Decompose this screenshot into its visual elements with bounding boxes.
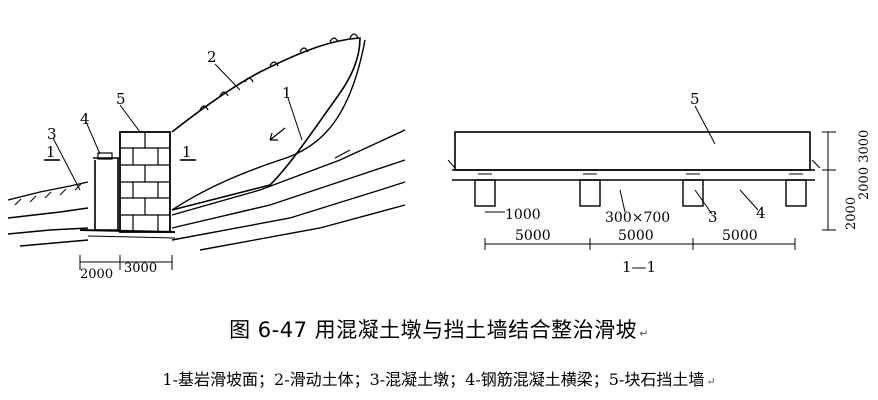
right-drawing-labels: 5 1000 300×700 3 4 5000 5000 5000 2000 2… <box>505 90 872 276</box>
caption-title-text: 图 6-47 用混凝土墩与挡土墙结合整治滑坡 <box>229 318 638 342</box>
label-1: 1 <box>282 84 292 102</box>
height-high: 2000 3000 <box>857 130 872 200</box>
section-mark-right: 1 <box>182 143 192 161</box>
dim-2000: 2000 <box>80 267 113 282</box>
caption-legend-text: 1-基岩滑坡面；2-滑动土体；3-混凝土墩；4-钢筋混凝土横梁；5-块石挡土墙 <box>162 370 705 389</box>
left-drawing-labels: 1 2 5 4 3 1 1 2000 3000 <box>46 48 292 282</box>
label-3: 3 <box>47 125 57 143</box>
label-4: 4 <box>80 110 90 128</box>
label-right-4: 4 <box>756 204 766 222</box>
label-right-5: 5 <box>690 90 700 108</box>
left-cross-section <box>7 33 406 270</box>
height-low: 2000 <box>844 197 859 230</box>
label-5: 5 <box>116 90 126 108</box>
label-2: 2 <box>207 48 217 66</box>
label-right-3: 3 <box>708 208 718 226</box>
return-mark: ↵ <box>639 327 649 340</box>
span-1: 5000 <box>515 228 551 244</box>
span-2: 5000 <box>618 228 654 244</box>
beam-size: 300×700 <box>605 210 670 226</box>
dim-1000: 1000 <box>505 207 541 223</box>
section-mark-left: 1 <box>46 143 56 161</box>
figure-caption-legend: 1-基岩滑坡面；2-滑动土体；3-混凝土墩；4-钢筋混凝土横梁；5-块石挡土墙↵ <box>0 366 878 390</box>
dim-3000: 3000 <box>124 261 157 276</box>
section-name: 1—1 <box>622 258 656 276</box>
figure-caption-title: 图 6-47 用混凝土墩与挡土墙结合整治滑坡↵ <box>0 314 878 344</box>
right-elevation <box>447 105 836 250</box>
return-mark-legend: ↵ <box>706 375 716 388</box>
span-3: 5000 <box>722 228 758 244</box>
